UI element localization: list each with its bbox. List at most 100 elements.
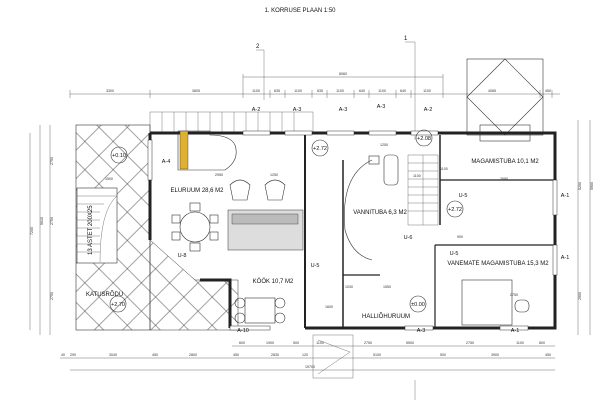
svg-text:800: 800: [539, 341, 545, 345]
section-marker-2: 2: [256, 44, 265, 100]
svg-text:640: 640: [359, 89, 365, 93]
svg-text:640: 640: [400, 89, 406, 93]
svg-text:U-5: U-5: [450, 251, 459, 257]
svg-text:U-8: U-8: [178, 253, 187, 259]
room-label-hall: HALLIÕHURUUM: [362, 313, 410, 320]
svg-text:2: 2: [256, 44, 260, 50]
svg-text:A-1: A-1: [561, 193, 570, 199]
svg-text:500: 500: [440, 353, 446, 357]
svg-text:3040: 3040: [109, 353, 117, 357]
svg-text:1250: 1250: [380, 143, 388, 147]
svg-text:2750: 2750: [364, 341, 372, 345]
svg-text:+2.72: +2.72: [448, 207, 462, 213]
svg-text:500: 500: [293, 341, 299, 345]
svg-text:1030: 1030: [345, 285, 353, 289]
svg-text:2830: 2830: [271, 353, 279, 357]
svg-text:900: 900: [457, 235, 463, 239]
stairs-label: 13 ASTET 200X25: [88, 205, 94, 255]
piano: [179, 130, 189, 170]
svg-text:1100: 1100: [336, 89, 344, 93]
svg-text:A-1: A-1: [561, 255, 570, 261]
room-label-roof-terrace: KATUSRÕDU: [86, 291, 123, 298]
window-openings: [147, 130, 558, 331]
interior-dimensions: 2950 1250 1500 1250 1100 2680 1100 1550 …: [105, 143, 518, 309]
svg-text:2750: 2750: [466, 341, 474, 345]
svg-text:120: 120: [302, 353, 308, 357]
svg-text:5610: 5610: [40, 217, 44, 225]
svg-text:600: 600: [239, 341, 245, 345]
svg-text:5100: 5100: [373, 353, 381, 357]
window-tags: A-2 A-3 A-3 A-3 A-2 A-4 A-1 A-1 A-10 A-3…: [162, 104, 570, 334]
svg-text:5500: 5500: [406, 341, 414, 345]
svg-text:3805: 3805: [192, 89, 200, 93]
svg-text:450: 450: [545, 89, 551, 93]
svg-text:U-5: U-5: [311, 263, 320, 269]
level-markers: +0.10 +2.72 +2.08 +2.72 +2.70 ±0.00: [109, 129, 464, 313]
svg-text:450: 450: [152, 353, 158, 357]
section-marker-1: 1: [404, 36, 416, 140]
svg-text:4085: 4085: [488, 89, 496, 93]
svg-text:A-3: A-3: [293, 107, 302, 113]
svg-text:2750: 2750: [50, 292, 54, 300]
door-tags: U-5 U-6 U-8 U-5 U-5: [178, 193, 468, 269]
svg-text:3900: 3900: [491, 353, 499, 357]
svg-text:A-2: A-2: [252, 107, 261, 113]
bathtub: [383, 154, 399, 186]
svg-text:450: 450: [233, 353, 239, 357]
svg-text:1100: 1100: [516, 341, 524, 345]
svg-text:+2.72: +2.72: [313, 146, 327, 152]
svg-text:1550: 1550: [383, 285, 391, 289]
svg-text:7200: 7200: [30, 227, 34, 235]
room-label-parents-bedroom: VANEMATE MAGAMISTUBA 15,3 M2: [447, 261, 549, 267]
room-label-living: ELURUUM 28,6 M2: [170, 188, 224, 194]
svg-text:A-3: A-3: [377, 104, 386, 110]
svg-text:1500: 1500: [105, 177, 113, 181]
svg-text:450: 450: [545, 353, 551, 357]
svg-text:2750: 2750: [50, 157, 54, 165]
svg-text:3300: 3300: [106, 89, 114, 93]
svg-text:19700: 19700: [305, 365, 315, 369]
roof-terrace: 13 ASTET 200X25 KATUSRÕDU: [75, 124, 239, 331]
roof-window-box: [466, 58, 544, 136]
interior-stair: [407, 154, 439, 226]
svg-text:1900: 1900: [266, 341, 274, 345]
svg-text:5900: 5900: [590, 182, 594, 190]
svg-text:1: 1: [404, 36, 408, 42]
svg-text:1250: 1250: [270, 173, 278, 177]
furniture: [171, 124, 531, 326]
svg-text:+2.08: +2.08: [417, 136, 431, 142]
top-dimensions: 8060 3300 3805 1100 635 1100 635 1100 64…: [69, 72, 560, 98]
svg-text:40: 40: [61, 353, 65, 357]
svg-text:A-1: A-1: [511, 328, 520, 334]
bed: [461, 279, 513, 326]
svg-text:A-3: A-3: [339, 107, 348, 113]
svg-text:1100: 1100: [316, 341, 324, 345]
svg-text:8060: 8060: [339, 72, 347, 76]
svg-text:A-3: A-3: [417, 328, 426, 334]
svg-text:1100: 1100: [413, 174, 421, 178]
svg-text:635: 635: [274, 89, 280, 93]
svg-text:2800: 2800: [189, 353, 197, 357]
room-label-bathroom: VANNITUBA 6,3 M2: [353, 210, 407, 216]
bottom-dimensions: 600 1900 500 1100 2750 5500 2750 1100 80…: [60, 334, 555, 400]
pergola: [149, 111, 314, 134]
svg-text:1600: 1600: [325, 305, 333, 309]
room-label-kitchen: KÖÖK 10,7 M2: [253, 278, 294, 285]
svg-text:+2.70: +2.70: [111, 302, 125, 308]
svg-text:U-6: U-6: [404, 235, 413, 241]
svg-text:2750: 2750: [50, 217, 54, 225]
svg-text:U-5: U-5: [459, 193, 468, 199]
svg-text:2950: 2950: [215, 173, 223, 177]
svg-text:±0.00: ±0.00: [411, 302, 425, 308]
svg-text:5200: 5200: [578, 182, 582, 190]
svg-text:2680: 2680: [500, 177, 508, 181]
svg-text:A-10: A-10: [237, 328, 249, 334]
svg-text:2900: 2900: [578, 292, 582, 300]
plan-title: 1. KORRUSE PLAAN 1:50: [264, 8, 336, 14]
svg-text:2750: 2750: [510, 293, 518, 297]
svg-text:A-4: A-4: [162, 159, 171, 165]
svg-text:1100: 1100: [294, 89, 302, 93]
room-label-bedroom: MAGAMISTUBA 10,1 M2: [471, 159, 539, 165]
svg-text:A-2: A-2: [424, 107, 433, 113]
